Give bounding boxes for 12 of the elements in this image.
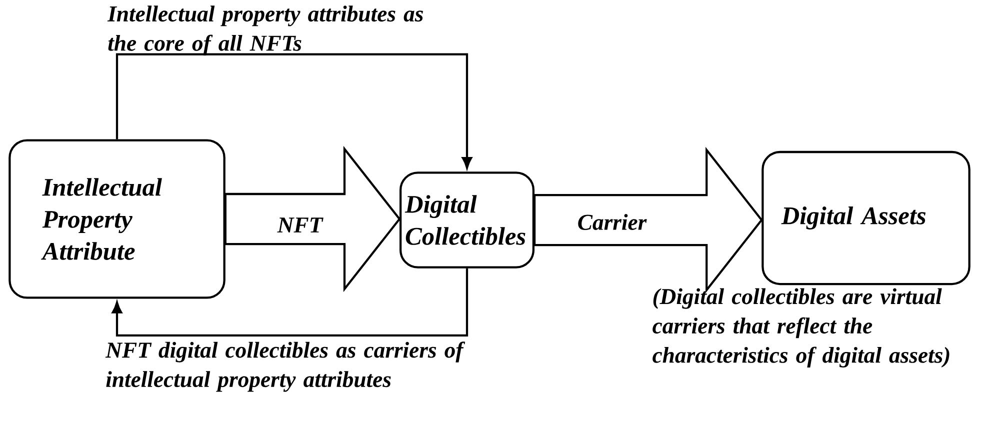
- edge-label: NFT digital collectibles as carriers of intellectual property attributes: [105, 342, 466, 392]
- edge-label: Intellectual property attributes as the core of all NFTs: [107, 6, 423, 56]
- edge-label: Carrier: [578, 214, 647, 230]
- block-arrow: [533, 146, 763, 294]
- edge-label: NFT: [277, 218, 324, 232]
- process-box: Digital Collectibles: [400, 172, 535, 268]
- process-box: Intellectual Property Attribute: [8, 139, 226, 299]
- process-box: Digital Assets: [762, 150, 970, 286]
- arrow: [112, 268, 468, 336]
- note-text: (Digital collectibles are virtual carriers that reflect the characteristics of digital assets): [652, 288, 950, 368]
- arrow: [116, 53, 472, 169]
- block-arrow: [224, 146, 401, 292]
